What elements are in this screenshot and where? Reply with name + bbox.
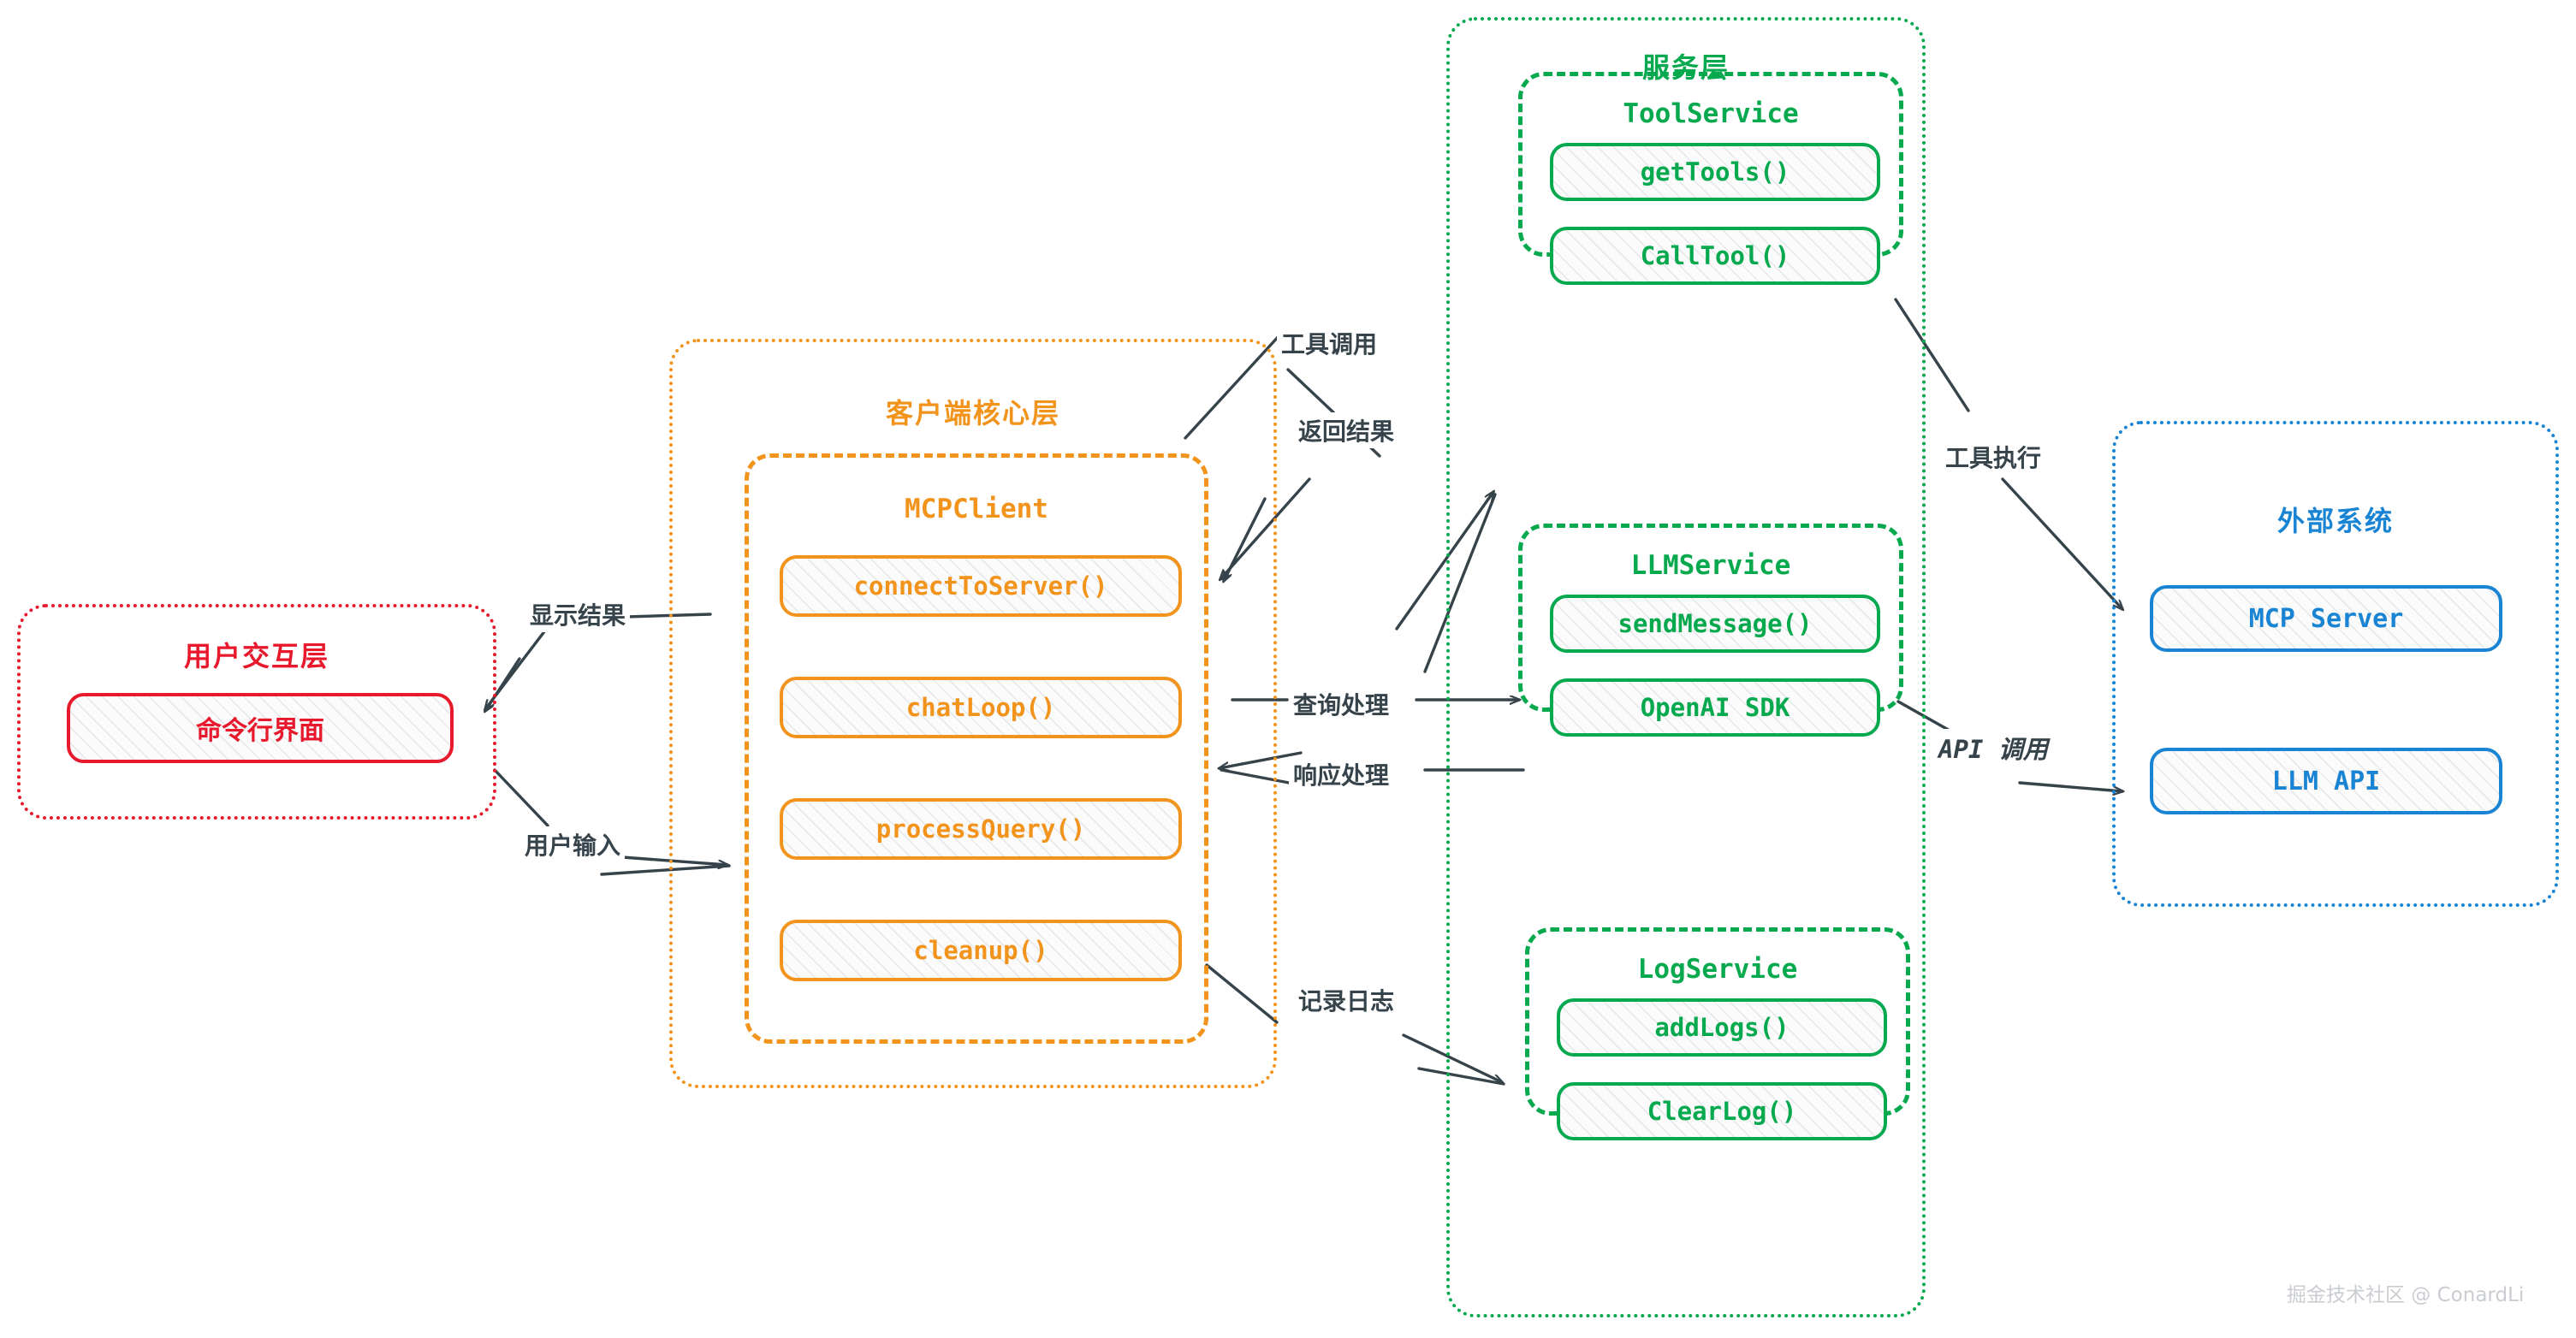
node-cli[interactable]: 命令行界面 [67, 693, 454, 763]
group-toolservice: ToolService getTools() CallTool() [1518, 72, 1903, 285]
edge-response [1220, 751, 1303, 768]
layer-user-interaction: 用户交互层 命令行界面 [17, 604, 496, 820]
node-process-query[interactable]: processQuery() [780, 798, 1182, 860]
group-mcpclient-title: MCPClient [905, 494, 1048, 524]
edge-log [1402, 1033, 1502, 1082]
edge-log-stub [1205, 963, 1279, 1024]
edge-user-input-b [600, 864, 731, 876]
layer-service: 服务层 ToolService getTools() CallTool() LL… [1446, 17, 1926, 1317]
group-logservice-title: LogService [1637, 954, 1798, 985]
edge-display-result-b [485, 657, 521, 711]
edge-label-display-result: 显示结果 [525, 596, 631, 632]
edge-tool-exec-stub [1894, 298, 1970, 412]
edge-label-query-process: 查询处理 [1289, 686, 1394, 722]
layer-client-core: 客户端核心层 MCPClient connectToServer() chatL… [669, 339, 1277, 1088]
layer-external-systems: 外部系统 MCP Server LLM API [2112, 421, 2559, 907]
node-chat-loop[interactable]: chatLoop() [780, 677, 1182, 738]
edge-tool-call [1395, 492, 1493, 631]
edge-tool-return-b [1224, 497, 1267, 581]
node-connect-to-server[interactable]: connectToServer() [780, 555, 1182, 617]
group-logservice: LogService addLogs() ClearLog() [1525, 927, 1910, 1140]
edge-label-tool-return: 返回结果 [1294, 412, 1399, 448]
node-mcp-server[interactable]: MCP Server [2150, 585, 2502, 652]
layer-client-core-title: 客户端核心层 [885, 397, 1060, 429]
edge-tool-return [1220, 477, 1311, 579]
node-call-tool[interactable]: CallTool() [1550, 227, 1880, 285]
edge-tool-call-b [1423, 493, 1497, 673]
node-openai-sdk[interactable]: OpenAI SDK [1550, 678, 1880, 737]
edge-label-user-input: 用户输入 [520, 826, 626, 862]
group-llmservice: LLMService sendMessage() OpenAI SDK [1518, 524, 1903, 737]
edge-api [2018, 781, 2122, 791]
layer-external-systems-title: 外部系统 [2276, 505, 2394, 537]
edge-label-api-call: API 调用 [1934, 729, 2052, 767]
node-cleanup[interactable]: cleanup() [780, 920, 1182, 981]
node-add-logs[interactable]: addLogs() [1557, 998, 1887, 1057]
group-llmservice-title: LLMService [1630, 550, 1791, 581]
edge-log-b [1417, 1067, 1505, 1086]
layer-user-interaction-title: 用户交互层 [183, 640, 329, 672]
edge-tool-exec [2001, 477, 2122, 609]
group-mcpclient: MCPClient connectToServer() chatLoop() p… [745, 453, 1208, 1044]
edge-label-log-record: 记录日志 [1294, 982, 1399, 1018]
edge-user-input-stub [493, 768, 549, 827]
edge-label-response-process: 响应处理 [1289, 756, 1394, 792]
node-get-tools[interactable]: getTools() [1550, 143, 1880, 201]
node-clear-log[interactable]: ClearLog() [1557, 1082, 1887, 1140]
layer-service-title: 服务层 [1641, 51, 1730, 84]
edge-label-tool-call: 工具调用 [1277, 325, 1382, 361]
group-toolservice-title: ToolService [1623, 98, 1799, 129]
watermark: 掘金技术社区 @ ConardLi [2287, 1284, 2525, 1306]
edge-label-tool-exec: 工具执行 [1941, 439, 2046, 475]
node-llm-api[interactable]: LLM API [2150, 748, 2502, 814]
node-send-message[interactable]: sendMessage() [1550, 595, 1880, 653]
